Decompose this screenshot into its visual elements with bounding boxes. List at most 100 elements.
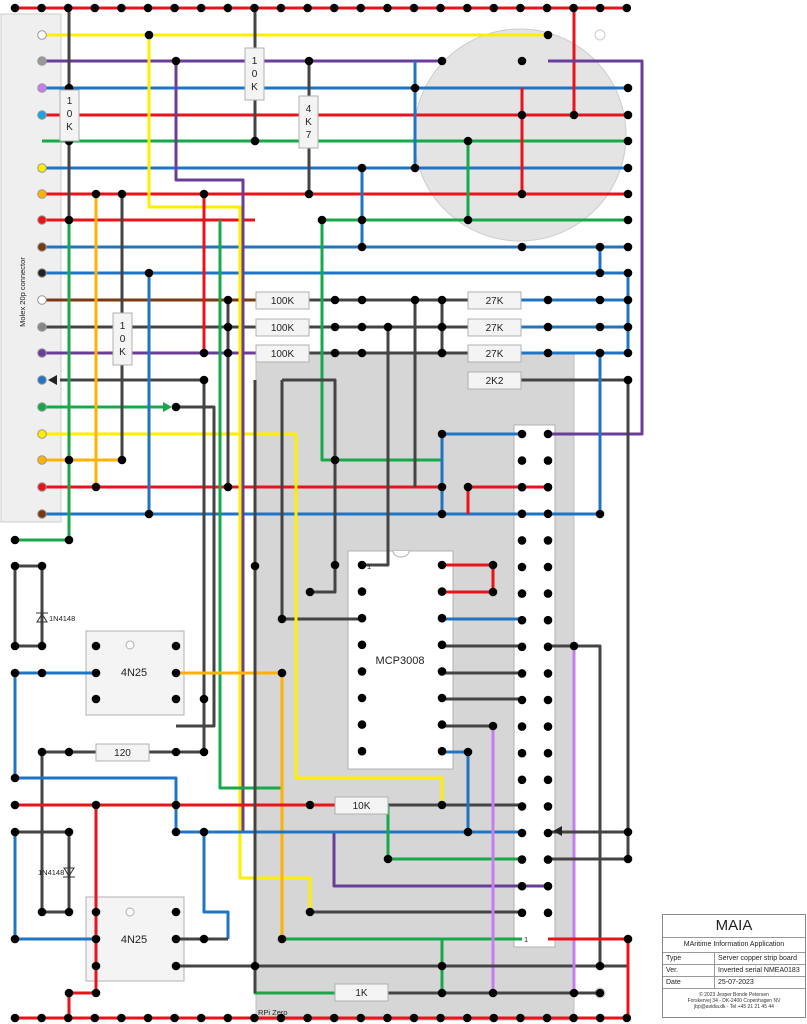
solder-dot xyxy=(90,3,100,13)
solder-dot xyxy=(595,1013,605,1023)
solder-dot xyxy=(569,1013,578,1023)
solder-dot xyxy=(117,3,126,13)
solder-dot xyxy=(517,881,527,891)
solder-dot xyxy=(488,721,498,731)
solder-dot xyxy=(489,3,499,13)
solder-dot xyxy=(171,402,181,412)
solder-dot xyxy=(250,961,260,971)
solder-dot xyxy=(37,295,47,305)
footer-line: jbp@avidia.dk - Tel +45 21 21 45 44 xyxy=(694,1004,774,1010)
connector-label: Molex 20p connector xyxy=(18,257,27,327)
solder-dot xyxy=(37,215,47,225)
solder-dot xyxy=(543,855,553,864)
solder-dot xyxy=(595,295,605,305)
solder-dot xyxy=(488,560,498,570)
resistor-27k-2: 27K xyxy=(467,318,522,337)
solder-dot xyxy=(595,509,605,519)
solder-dot xyxy=(437,322,447,332)
resistor-label: 7 xyxy=(306,130,312,141)
solder-dot xyxy=(623,295,633,305)
solder-dot xyxy=(223,3,233,13)
solder-dot xyxy=(63,1013,73,1023)
solder-dot xyxy=(37,429,47,439)
solder-dot xyxy=(569,988,579,998)
solder-dot xyxy=(330,322,340,332)
solder-dot xyxy=(276,1013,286,1023)
resistor-100k-3: 100K xyxy=(255,344,310,363)
solder-dot xyxy=(223,322,233,332)
solder-dot xyxy=(595,3,605,13)
solder-dot xyxy=(250,3,259,13)
resistor-label: K xyxy=(66,122,73,133)
solder-dot xyxy=(437,746,447,756)
solder-dot xyxy=(37,641,47,651)
title-block-row: Type Server copper strip board xyxy=(663,953,805,965)
solder-dot xyxy=(64,988,74,998)
solder-dot xyxy=(91,694,101,704)
optocoupler-b-dot xyxy=(125,907,135,917)
solder-dot xyxy=(64,535,74,545)
solder-dot xyxy=(10,800,20,810)
solder-dot xyxy=(171,747,181,757)
solder-dot xyxy=(277,934,287,944)
solder-dot xyxy=(330,560,340,570)
title-block-value: 25-07-2023 xyxy=(718,979,754,986)
solder-dot xyxy=(223,482,233,492)
solder-dot xyxy=(144,268,154,278)
mcp3008-notch xyxy=(392,550,410,558)
resistor-100k-1: 100K xyxy=(255,291,310,310)
solder-dot xyxy=(317,215,327,225)
resistor-label: 0 xyxy=(67,109,73,120)
wire xyxy=(15,564,44,646)
solder-dot xyxy=(517,189,527,199)
solder-dot xyxy=(517,242,527,252)
resistor-label: 27K xyxy=(486,323,504,334)
solder-dot xyxy=(437,961,447,971)
solder-dot xyxy=(171,907,181,917)
wire xyxy=(282,378,337,594)
solder-dot xyxy=(437,667,447,676)
solder-dot xyxy=(542,3,552,13)
wire xyxy=(442,563,495,594)
optocoupler-a-body xyxy=(85,630,185,716)
wire xyxy=(320,220,442,462)
solder-dot xyxy=(223,348,233,358)
solder-dot xyxy=(37,189,47,199)
solder-dot xyxy=(595,242,605,252)
solder-dots-layer xyxy=(10,3,633,1023)
solder-dot xyxy=(543,562,553,572)
solder-dot xyxy=(330,295,340,305)
solder-dot xyxy=(543,722,553,731)
solder-dot xyxy=(144,509,154,519)
resistor-label: 0 xyxy=(120,334,126,345)
solder-dot xyxy=(170,1013,179,1023)
solder-dot xyxy=(595,268,605,278)
title-block-key: Type xyxy=(663,953,715,964)
solder-dot xyxy=(623,189,633,199)
header-pin1-label: 1 xyxy=(524,935,528,944)
solder-dot xyxy=(64,907,74,917)
solder-dot xyxy=(623,242,633,252)
solder-dot xyxy=(516,3,525,13)
solder-dot xyxy=(250,136,260,146)
solder-dot xyxy=(517,536,527,545)
solder-dot xyxy=(569,110,579,120)
solder-dot xyxy=(143,3,153,13)
solder-dot xyxy=(517,775,527,785)
mcp3008-chip xyxy=(347,550,454,770)
solder-dot xyxy=(91,668,101,678)
solder-dot xyxy=(623,854,633,864)
solder-dot xyxy=(517,615,527,625)
solder-dot xyxy=(37,455,47,465)
solder-dot xyxy=(357,560,367,570)
solder-dot xyxy=(117,189,127,199)
title-block-title: MAIA xyxy=(663,915,805,938)
solder-dot xyxy=(463,747,473,757)
solder-dot xyxy=(223,295,233,305)
title-block: MAIA MAritime Information Application Ty… xyxy=(662,914,806,1018)
solder-dot xyxy=(357,693,367,703)
title-block-subtitle: MAritime Information Application xyxy=(663,938,805,953)
solder-dot xyxy=(357,242,367,252)
solder-dot xyxy=(383,322,393,332)
solder-dot xyxy=(463,215,473,225)
